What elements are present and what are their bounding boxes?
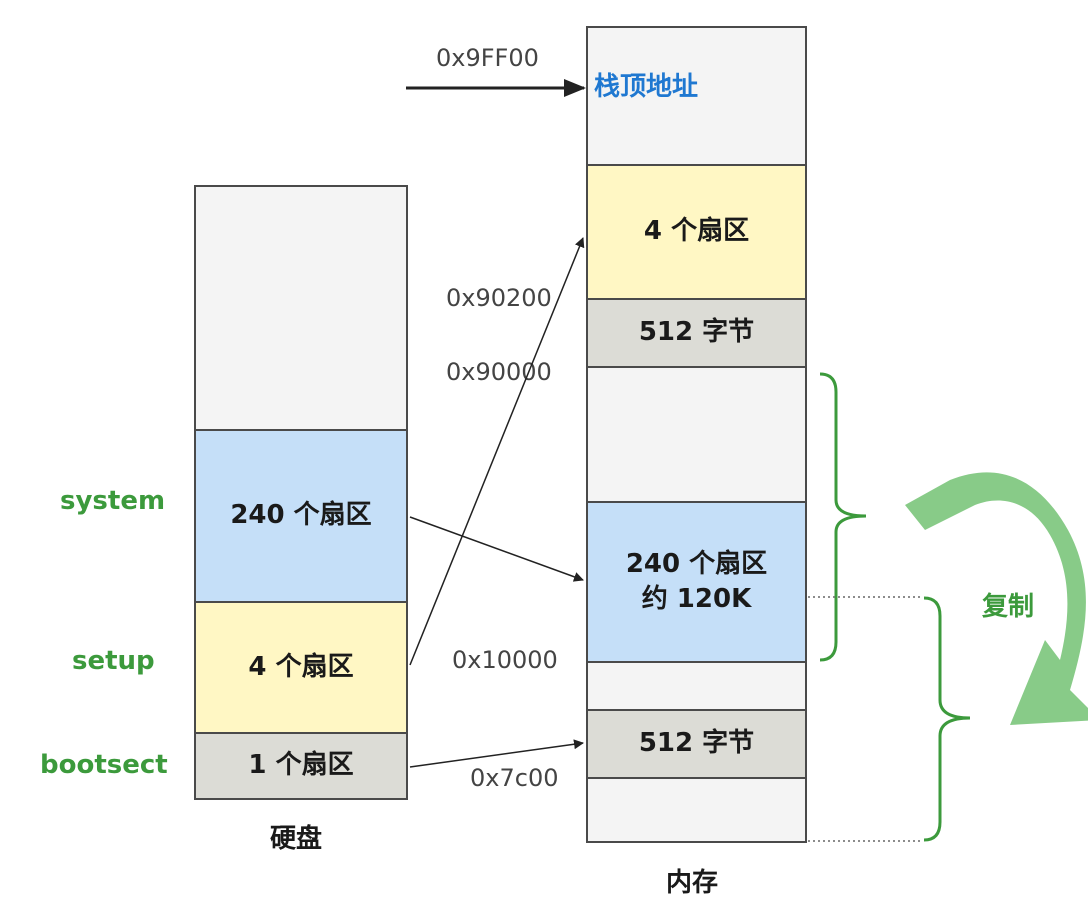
upper-brace <box>819 372 867 662</box>
setup-move-arrow <box>409 237 585 666</box>
bootsect-move-arrow <box>409 739 584 768</box>
memory-caption: 内存 <box>666 868 719 898</box>
disk-setup-text: 4 个扇区 <box>248 651 354 682</box>
copy-arrow <box>905 472 1088 725</box>
addr-stack-top: 0x9FF00 <box>436 44 539 72</box>
copy-label: 复制 <box>982 592 1035 622</box>
disk-bootsect-block: 1 个扇区 <box>194 732 408 800</box>
memory-system-block: 240 个扇区 约 120K <box>586 501 807 663</box>
addr-system-start: 0x10000 <box>452 646 558 674</box>
memory-bootsect-text: 512 字节 <box>638 728 755 759</box>
addr-bootsect-copy-start: 0x90000 <box>446 358 552 386</box>
addr-setup-start: 0x90200 <box>446 284 552 312</box>
disk-system-text: 240 个扇区 <box>230 500 372 531</box>
disk-system-block: 240 个扇区 <box>194 429 408 603</box>
memory-bootsect-copy-block: 512 字节 <box>586 298 807 368</box>
disk-caption: 硬盘 <box>270 824 323 854</box>
memory-system-text-1: 240 个扇区 <box>625 548 768 579</box>
system-label: system <box>60 486 166 516</box>
memory-bootsect-block: 512 字节 <box>586 709 807 779</box>
disk-bootsect-text: 1 个扇区 <box>248 750 354 781</box>
memory-low-block <box>586 777 807 843</box>
disk-setup-block: 4 个扇区 <box>194 601 408 734</box>
memory-setup-block: 4 个扇区 <box>586 164 807 300</box>
memory-setup-text: 4 个扇区 <box>643 216 750 247</box>
stack-top-label: 栈顶地址 <box>594 72 699 102</box>
memory-system-text-2: 约 120K <box>641 584 752 614</box>
system-move-arrow <box>409 516 584 582</box>
lower-brace <box>923 596 971 842</box>
disk-empty-block <box>194 185 408 431</box>
memory-stack-block: 栈顶地址 <box>586 26 807 166</box>
setup-label: setup <box>72 646 155 676</box>
addr-bootsect-start: 0x7c00 <box>470 764 559 792</box>
memory-gap-block <box>586 661 807 711</box>
memory-bootsect-copy-text: 512 字节 <box>638 317 755 348</box>
bootsect-label: bootsect <box>40 750 168 780</box>
